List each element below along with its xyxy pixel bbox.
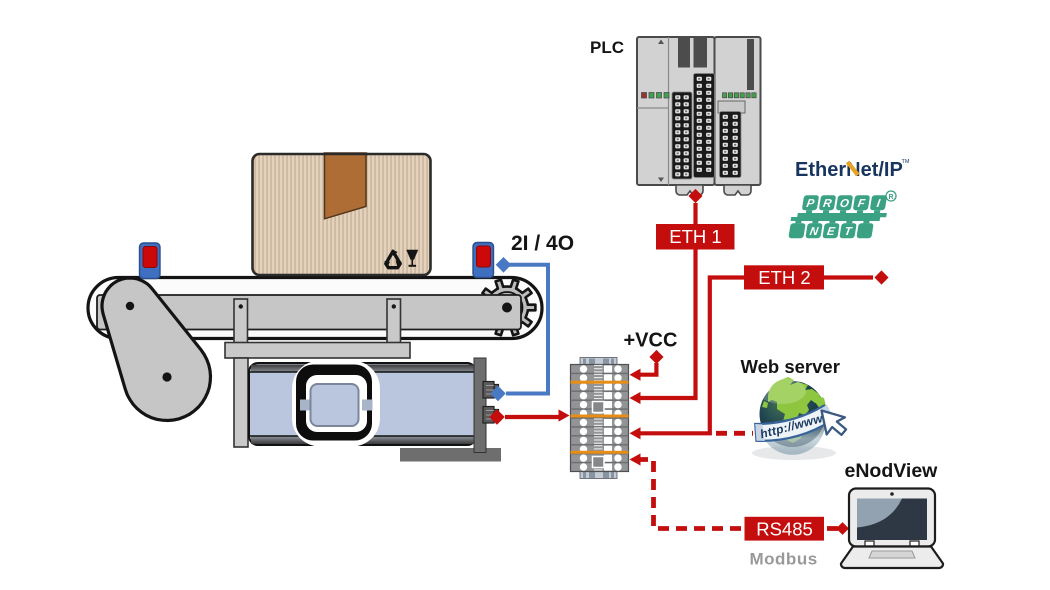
svg-text:R: R — [822, 198, 833, 210]
svg-text:EtherNet/IP: EtherNet/IP — [795, 159, 903, 181]
svg-text:T: T — [843, 226, 853, 238]
svg-text:ETH 2: ETH 2 — [758, 267, 810, 288]
svg-text:Web server: Web server — [741, 356, 840, 377]
svg-text:F: F — [857, 198, 867, 210]
svg-text:I: I — [876, 198, 882, 210]
svg-text:+VCC: +VCC — [624, 330, 678, 352]
svg-text:RS485: RS485 — [756, 519, 813, 540]
svg-text:eNodView: eNodView — [845, 460, 939, 482]
svg-text:E: E — [826, 226, 836, 238]
svg-text:N: N — [809, 226, 820, 238]
svg-text:Modbus: Modbus — [750, 550, 818, 569]
svg-text:R: R — [888, 194, 893, 201]
svg-text:2I / 4O: 2I / 4O — [511, 232, 574, 255]
svg-text:TM: TM — [902, 159, 910, 165]
svg-text:PLC: PLC — [590, 38, 624, 57]
svg-text:P: P — [806, 198, 816, 210]
svg-text:ETH 1: ETH 1 — [669, 226, 721, 247]
svg-text:O: O — [839, 198, 850, 210]
